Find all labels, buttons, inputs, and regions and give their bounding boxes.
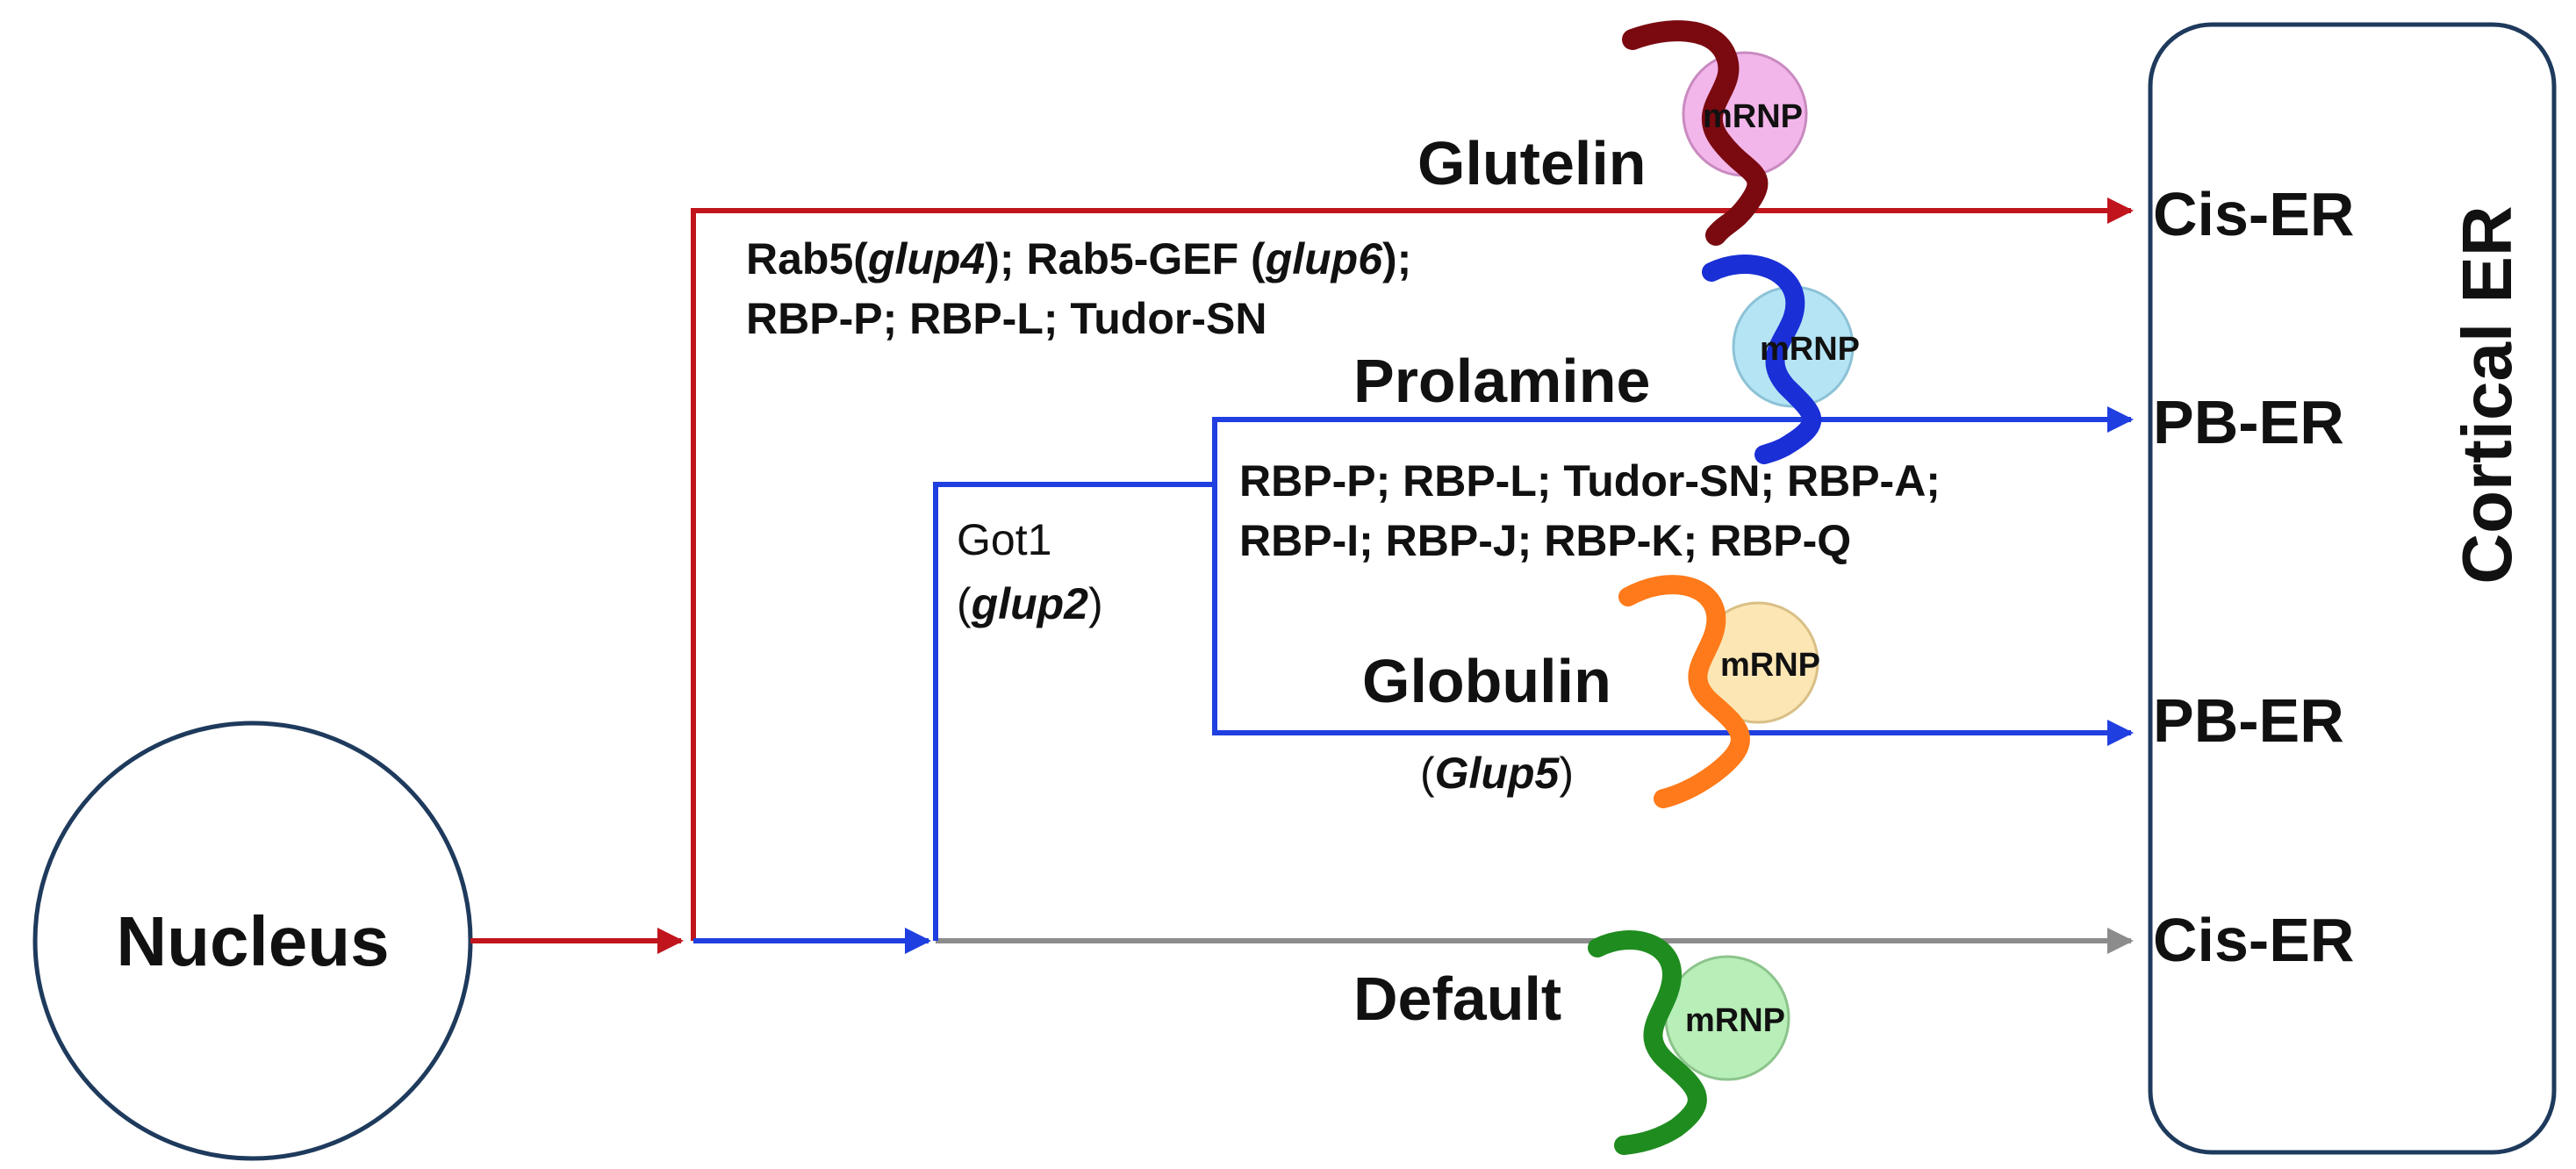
- glup5-gene: Glup5: [1435, 749, 1561, 798]
- glup2-gene: glup2: [971, 579, 1089, 628]
- cortical-er-label: Cortical ER: [2448, 205, 2526, 584]
- prolamine-mrnp: mRNP: [1702, 255, 1860, 464]
- got1-path: [933, 482, 1215, 941]
- destination-glutelin: Cis-ER: [2153, 180, 2354, 248]
- cortical-er-box: [2148, 22, 2557, 1155]
- glup5-label: (Glup5): [1420, 749, 1574, 798]
- destination-globulin: PB-ER: [2153, 686, 2344, 755]
- prolamine-label: Prolamine: [1353, 347, 1650, 415]
- globulin-path: [1212, 484, 2134, 746]
- glup6-gene: glup6: [1265, 234, 1384, 283]
- glutelin-factors-line1: Rab5(glup4); Rab5-GEF (glup6);: [746, 234, 1411, 283]
- default-mrna-strand: [1588, 930, 1707, 1155]
- rab5-text: Rab5(: [746, 234, 868, 283]
- glutelin-factors-line2: RBP-P; RBP-L; Tudor-SN: [746, 294, 1266, 343]
- destination-default: Cis-ER: [2153, 906, 2354, 974]
- glup5-close: ): [1559, 749, 1574, 798]
- glutelin-path: [691, 197, 2134, 941]
- globulin-mrnp: mRNP: [1618, 575, 1820, 808]
- rab5-gef-text: ); Rab5-GEF (: [985, 234, 1266, 283]
- prolamine-factors-line1: RBP-P; RBP-L; Tudor-SN; RBP-A;: [1239, 456, 1941, 506]
- globulin-mrna-strand: [1618, 575, 1750, 808]
- glutelin-mrnp-label: mRNP: [1703, 98, 1803, 135]
- prolamine-mrnp-label: mRNP: [1760, 331, 1860, 368]
- got1-label: Got1: [957, 515, 1051, 564]
- destination-prolamine: PB-ER: [2153, 388, 2344, 456]
- glup4-gene: glup4: [867, 234, 985, 283]
- glutelin-label: Glutelin: [1417, 129, 1647, 197]
- default-mrnp: mRNP: [1588, 930, 1790, 1155]
- glutelin-mrna-strand: [1622, 20, 1769, 246]
- glup2-open: (: [957, 579, 972, 628]
- default-mrnp-label: mRNP: [1685, 1002, 1785, 1039]
- prolamine-mrna-strand: [1702, 255, 1822, 464]
- nucleus-label: Nucleus: [116, 902, 389, 980]
- line1-end: );: [1382, 234, 1411, 283]
- glup2-close: ): [1088, 579, 1103, 628]
- prolamine-factors-line2: RBP-I; RBP-J; RBP-K; RBP-Q: [1239, 516, 1851, 565]
- globulin-mrnp-label: mRNP: [1720, 647, 1820, 684]
- globulin-label: Globulin: [1362, 647, 1611, 715]
- glup5-open: (: [1420, 749, 1435, 798]
- glutelin-mrnp: mRNP: [1622, 20, 1808, 246]
- default-label: Default: [1353, 965, 1561, 1033]
- glup2-label: (glup2): [957, 579, 1103, 628]
